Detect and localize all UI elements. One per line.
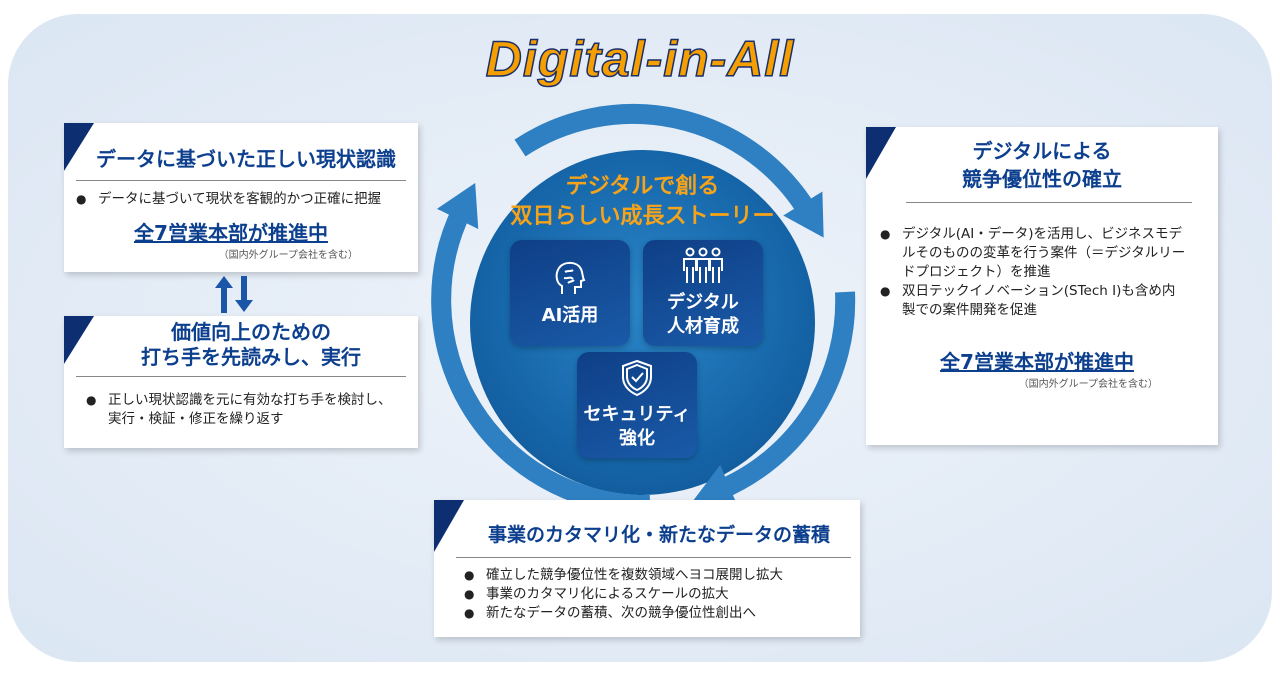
bullet-item: 確立した競争優位性を複数領域へヨコ展開し拡大 <box>464 566 860 585</box>
tile-security: セキュリティ 強化 <box>577 352 697 458</box>
cycle-arrow-right <box>692 291 856 508</box>
center-title-line2: 双日らしい成長ストーリー <box>510 204 775 229</box>
promo-text: 全7営業本部が推進中 <box>134 221 328 245</box>
box-heading: 価値向上のための 打ち手を先読みし、実行 <box>64 320 418 370</box>
corner-accent <box>866 127 896 179</box>
bullet-item: 正しい現状認識を元に有効な打ち手を検討し、実行・検証・修正を繰り返す <box>86 391 404 429</box>
tile-digital-label-1: デジタル <box>667 292 739 313</box>
box-data-recognition: データに基づいた正しい現状認識 データに基づいて現状を客観的かつ正確に把握 全7… <box>64 123 418 272</box>
arrow-down-icon <box>235 300 253 312</box>
divider <box>76 180 406 181</box>
box-heading: 事業のカタマリ化・新たなデータの蓄積 <box>487 524 830 546</box>
center-title: デジタルで創る 双日らしい成長ストーリー <box>470 172 815 232</box>
box-heading-line1: 価値向上のための <box>171 320 331 344</box>
tile-security-label-2: 強化 <box>619 428 655 449</box>
bullet-item: 新たなデータの蓄積、次の競争優位性創出へ <box>464 604 860 623</box>
box-heading-line1: デジタルによる <box>972 139 1112 163</box>
bullet-item: デジタル(AI・データ)を活用し、ビジネスモデルそのものの変革を行う案件（＝デジ… <box>880 225 1188 282</box>
bullet-item: 双日テックイノベーション(STech I)も含め内製での案件開発を促進 <box>880 282 1188 320</box>
promo-note: （国内外グループ会社を含む） <box>218 250 358 261</box>
corner-accent <box>64 316 94 364</box>
promo-text: 全7営業本部が推進中 <box>940 350 1134 374</box>
promo-note: （国内外グループ会社を含む） <box>1018 379 1158 390</box>
divider <box>906 202 1192 203</box>
box-heading-line2: 打ち手を先読みし、実行 <box>141 345 361 369</box>
arrow-down-shaft <box>241 276 247 302</box>
shield-check-icon <box>622 359 652 397</box>
center-title-line1: デジタルで創る <box>565 174 720 199</box>
box-heading-line2: 競争優位性の確立 <box>962 167 1122 191</box>
box-business-clustering: 事業のカタマリ化・新たなデータの蓄積 確立した競争優位性を複数領域へヨコ展開し拡… <box>434 500 860 637</box>
ai-head-icon <box>555 261 586 294</box>
box-next-actions: 価値向上のための 打ち手を先読みし、実行 正しい現状認識を元に有効な打ち手を検討… <box>64 316 418 448</box>
arrow-up-icon <box>215 276 233 288</box>
corner-accent <box>64 123 94 171</box>
divider <box>76 376 406 377</box>
corner-accent <box>434 500 464 552</box>
bullet-list: デジタル(AI・データ)を活用し、ビジネスモデルそのものの変革を行う案件（＝デジ… <box>880 225 1188 320</box>
tile-security-label-1: セキュリティ <box>583 404 691 425</box>
box-heading: データに基づいた正しい現状認識 <box>96 147 396 171</box>
tile-ai-label: AI活用 <box>541 305 599 326</box>
people-icon <box>683 247 723 283</box>
box-heading: デジタルによる 競争優位性の確立 <box>866 137 1218 193</box>
cycle-arrow-left <box>431 183 651 516</box>
tile-ai: AI活用 <box>510 240 630 346</box>
arrow-up-shaft <box>221 287 227 313</box>
divider <box>456 557 851 558</box>
tile-digital-talent: デジタル 人材育成 <box>643 240 763 346</box>
bullet-list: 確立した競争優位性を複数領域へヨコ展開し拡大 事業のカタマリ化によるスケールの拡… <box>464 566 860 623</box>
bullet-item: データに基づいて現状を客観的かつ正確に把握 <box>76 190 418 209</box>
tile-digital-label-2: 人材育成 <box>667 316 739 337</box>
page-title: Digital-in-All <box>485 30 795 88</box>
box-competitive-advantage: デジタルによる 競争優位性の確立 デジタル(AI・データ)を活用し、ビジネスモデ… <box>866 127 1218 445</box>
bullet-item: 事業のカタマリ化によるスケールの拡大 <box>464 585 860 604</box>
cycle-arrow-top <box>514 103 824 238</box>
